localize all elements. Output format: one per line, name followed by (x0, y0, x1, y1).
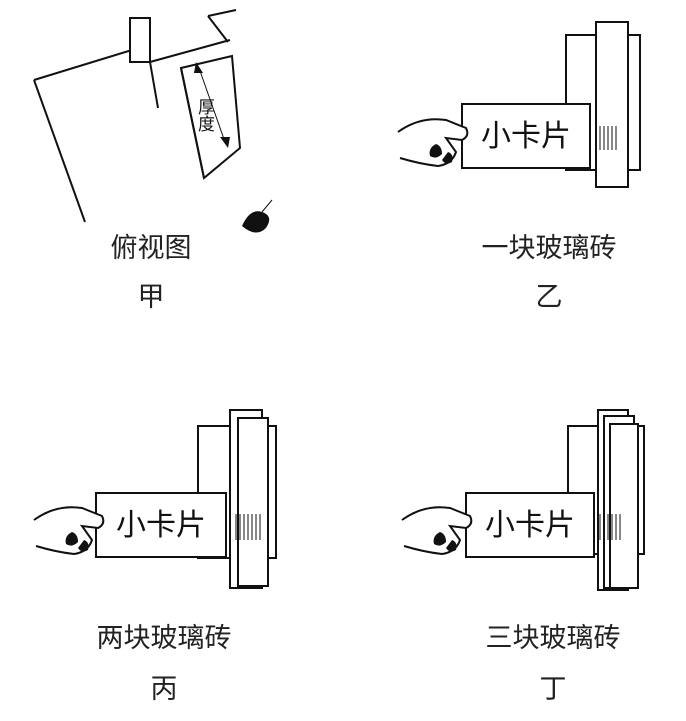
card-label: 小卡片 (481, 119, 571, 154)
glass-block-2 (237, 417, 269, 587)
glass-block-3 (609, 423, 639, 589)
label-bing: 丙 (151, 674, 178, 705)
panel-jia: 厚度 俯视图 甲 (33, 9, 273, 313)
panel-ding: 小卡片 三块玻璃砖 丁 (401, 409, 645, 705)
table-edge-left (33, 79, 86, 223)
hand-icon (397, 118, 469, 168)
thickness-label: 厚度 (194, 98, 215, 132)
label-yi: 乙 (536, 282, 563, 313)
refraction-lines (599, 126, 617, 150)
back-panel (129, 17, 151, 63)
thickness-arrow (198, 67, 226, 143)
card-label: 小卡片 (116, 508, 206, 543)
caption-yi: 一块玻璃砖 (482, 233, 617, 264)
table-edge-top (33, 49, 133, 81)
card-label: 小卡片 (485, 508, 575, 543)
bug-icon (242, 211, 270, 233)
arrow-head-up (194, 62, 203, 73)
small-card (465, 492, 595, 558)
glass-block (595, 21, 629, 188)
hand-icon (33, 506, 105, 556)
caption-jia: 俯视图 (111, 233, 192, 264)
hand-icon (401, 506, 473, 556)
label-ding: 丁 (540, 674, 567, 705)
small-card (95, 492, 227, 558)
label-jia: 甲 (138, 282, 165, 313)
refraction-lines (599, 514, 621, 540)
refraction-lines (235, 514, 261, 540)
panel-bing: 小卡片 两块玻璃砖 丙 (33, 409, 277, 705)
panel-yi: 小卡片 一块玻璃砖 乙 (397, 21, 641, 313)
arrow-head-down (220, 137, 230, 148)
caption-ding: 三块玻璃砖 (486, 623, 621, 654)
caption-bing: 两块玻璃砖 (97, 623, 232, 654)
